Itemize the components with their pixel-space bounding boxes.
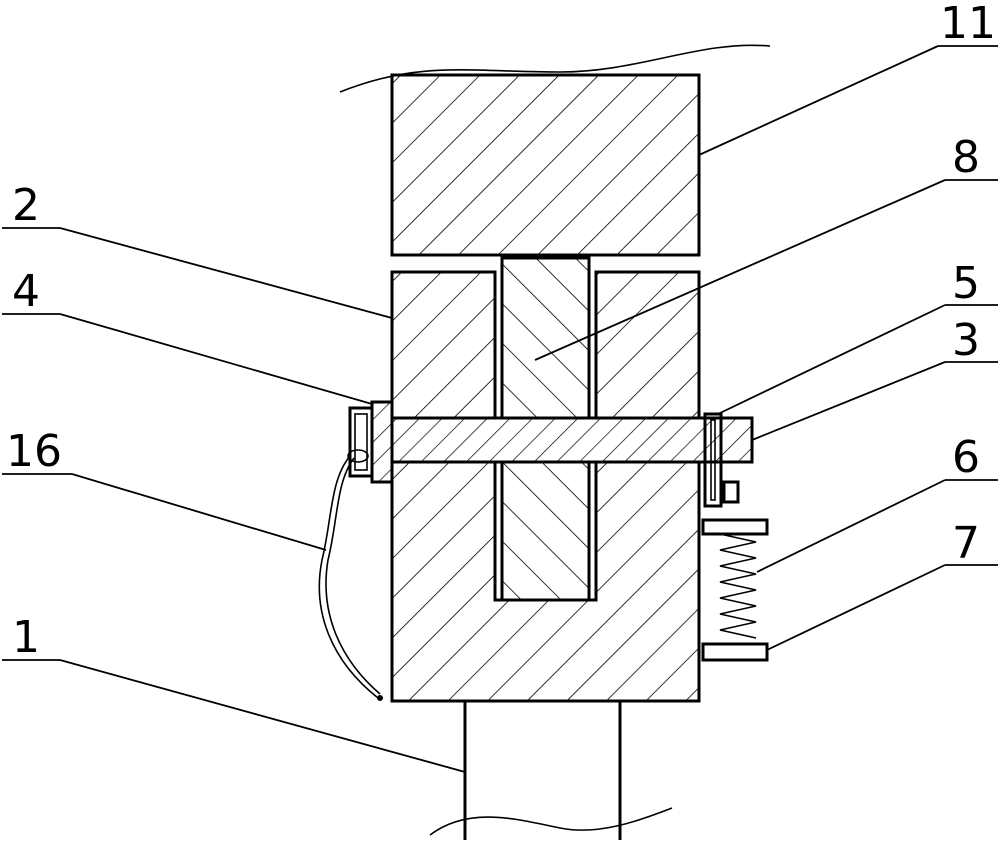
label-7: 7 — [952, 518, 980, 569]
lower-column-1 — [430, 701, 672, 840]
label-3: 3 — [952, 315, 980, 366]
label-6: 6 — [952, 432, 980, 483]
cable-16 — [319, 456, 383, 701]
label-5: 5 — [952, 258, 980, 309]
label-2: 2 — [12, 180, 40, 231]
label-8: 8 — [952, 132, 980, 183]
pin-3 — [392, 418, 752, 462]
label-11: 11 — [940, 0, 996, 49]
label-16: 16 — [6, 426, 62, 477]
upper-member-11 — [340, 45, 770, 255]
spring-6 — [703, 520, 767, 638]
plate-7 — [703, 644, 767, 660]
label-4: 4 — [12, 266, 40, 317]
left-clip-4 — [348, 402, 392, 482]
label-1: 1 — [12, 612, 40, 663]
